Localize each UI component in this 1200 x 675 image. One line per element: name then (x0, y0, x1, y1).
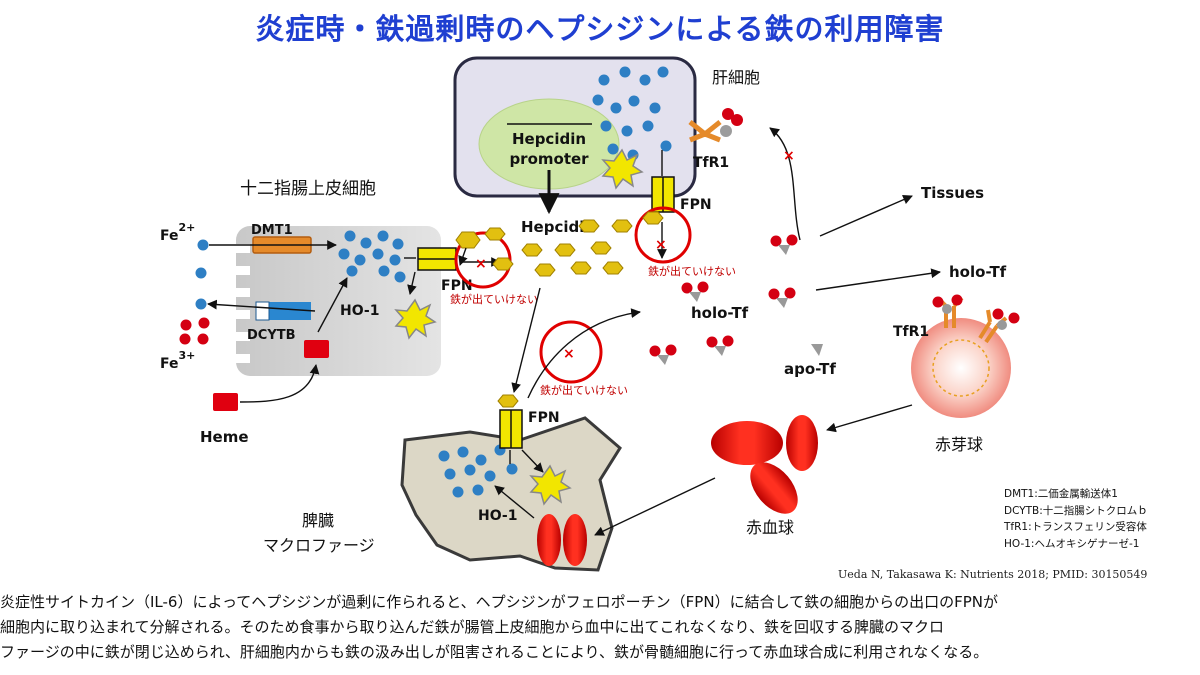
macrophage-ho1-label: HO-1 (478, 508, 517, 524)
hepatocyte-fpn (651, 176, 675, 213)
macrophage-label: マクロファージ (263, 536, 375, 555)
legend-item: HO-1:ヘムオキシゲナーゼ-1 (1004, 537, 1140, 550)
legend-item: DMT1:二価金属輸送体1 (1004, 488, 1118, 500)
dmt1-label: DMT1 (251, 223, 293, 238)
duodenum-fpn (417, 247, 457, 271)
hepatocyte-cell: Hepcidin promoter (453, 56, 697, 198)
tissues-label: Tissues (921, 184, 984, 202)
fe2-label: Fe2+ (160, 221, 195, 244)
macrophage-block-text: 鉄が出ていけない (540, 383, 628, 397)
duodenal-epithelial-cell (236, 226, 441, 376)
holo-tf-right-label: holo-Tf (949, 263, 1007, 281)
erythroblast-label: 赤芽球 (935, 435, 983, 454)
svg-text:×: × (563, 346, 575, 362)
duodenum-ho1-label: HO-1 (340, 303, 379, 319)
caption-line: 細胞内に取り込まれて分解される。そのため食事から取り込んだ鉄が腸管上皮細胞から血… (0, 618, 944, 636)
hepcidin-molecules (484, 219, 633, 277)
legend-item: DCYTB:十二指腸シトクロムｂ (1004, 504, 1148, 517)
fe3-ions (179, 317, 210, 345)
hepcidin-label: Hepcidin (521, 218, 595, 236)
macrophage-fpn-label: FPN (528, 410, 560, 426)
macrophage-degraded-fpn-icon (529, 464, 572, 506)
holo-tf-center-label: holo-Tf (691, 304, 749, 322)
engulfed-rbc (537, 514, 587, 566)
fe3-label: Fe3+ (160, 349, 195, 372)
heme-outside (213, 393, 238, 411)
apo-tf-label: apo-Tf (784, 360, 836, 378)
hepatocyte-label: 肝細胞 (712, 68, 760, 87)
erythroblast-tfr1 (932, 294, 1020, 344)
caption: 炎症性サイトカイン（IL-6）によってヘプシジンが過剰に作られると、ヘプシジンが… (0, 590, 1200, 665)
macrophage-fpn (499, 409, 523, 449)
hepcidin-promoter-label-1: Hepcidin (512, 130, 586, 148)
erythroblast-tfr1-label: TfR1 (893, 324, 929, 340)
duodenum-iron-pool (338, 230, 406, 283)
svg-text:×: × (783, 148, 795, 164)
duodenum-block-text: 鉄が出ていけない (450, 292, 538, 306)
svg-text:×: × (475, 256, 487, 272)
hepatocyte-tfr1 (688, 108, 743, 143)
hepatocyte-block-text: 鉄が出ていけない (648, 264, 736, 278)
page-title: 炎症時・鉄過剰時のヘプシジンによる鉄の利用障害 (255, 12, 945, 46)
erythroblast-cell (911, 318, 1011, 418)
dcytb-enzyme (255, 301, 311, 321)
hepatocyte-tfr1-label: TfR1 (693, 155, 729, 171)
svg-text:×: × (655, 237, 667, 253)
heme-label: Heme (200, 428, 249, 446)
duodenum-label: 十二指腸上皮細胞 (240, 179, 376, 199)
citation: Ueda N, Takasawa K: Nutrients 2018; PMID… (838, 568, 1148, 581)
heme-in-cell (304, 340, 329, 358)
caption-line: ファージの中に鉄が閉じ込められ、肝細胞内からも鉄の汲み出しが阻害されることにより… (0, 643, 989, 661)
degraded-fpn-icon (601, 148, 644, 190)
duodenum-degraded-fpn-icon (394, 298, 437, 340)
spleen-label: 脾臓 (302, 511, 334, 530)
dcytb-label: DCYTB (247, 328, 296, 343)
macrophage-block-circle (539, 320, 603, 384)
caption-line: 炎症性サイトカイン（IL-6）によってヘプシジンが過剰に作られると、ヘプシジンが… (0, 593, 999, 611)
hepatocyte-iron-pool (592, 66, 672, 161)
hepcidin-iron-diagram: Hepcidin promoter 肝細胞 FPN TfR1 十二指腸上皮細胞 (160, 56, 1020, 572)
hepcidin-promoter-label-2: promoter (509, 150, 589, 168)
duodenum-fpn-label: FPN (441, 278, 473, 294)
legend-item: TfR1:トランスフェリン受容体 (1004, 521, 1147, 533)
hepatocyte-block-circle (634, 206, 692, 264)
transferrin-molecules (649, 234, 823, 365)
abbreviation-legend: DMT1:二価金属輸送体1 DCYTB:十二指腸シトクロムｂ TfR1:トランス… (1004, 486, 1148, 552)
hepatocyte-fpn-label: FPN (680, 197, 712, 213)
red-blood-cells (711, 415, 818, 514)
rbc-label: 赤血球 (746, 518, 794, 537)
